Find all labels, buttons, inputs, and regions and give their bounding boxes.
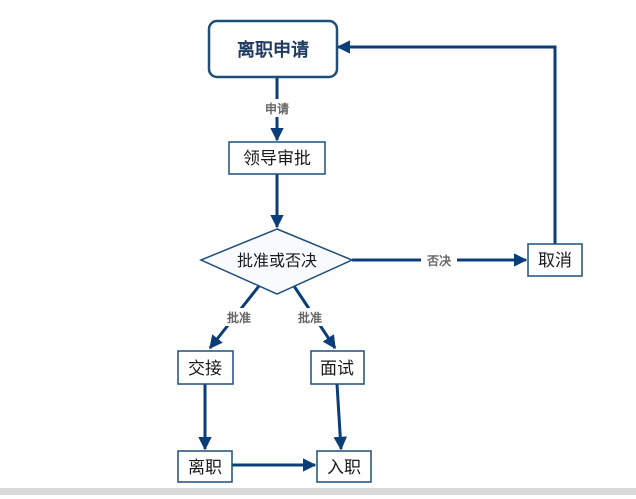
edge-label-apply: 申请 [265, 101, 289, 116]
edge-label-bg [421, 251, 457, 269]
edge-label-bg [293, 308, 327, 326]
node-resign: 离职 [177, 450, 233, 483]
node-leader-review: 领导审批 [228, 141, 326, 175]
node-handover-label: 交接 [188, 359, 222, 379]
node-cancel-label: 取消 [538, 251, 572, 271]
bottom-edge-bar [0, 488, 636, 495]
edge-interview-to-onboard [333, 383, 347, 451]
node-decision: 批准或否决 [199, 228, 354, 295]
edge-label-bg [260, 99, 294, 117]
edge-label-bg [222, 308, 256, 326]
edge-cancel-to-start [336, 40, 557, 244]
node-resign-label: 离职 [188, 458, 222, 478]
node-handover: 交接 [177, 350, 234, 385]
edge-label-approve-right: 批准 [298, 310, 322, 325]
node-start: 离职申请 [207, 19, 339, 79]
node-decision-label: 批准或否决 [237, 251, 317, 270]
edge-label-approve-left: 批准 [227, 310, 251, 325]
edge-label-reject: 否决 [426, 253, 452, 268]
node-leader-review-label: 领导审批 [243, 149, 311, 169]
node-onboard: 入职 [316, 450, 372, 483]
node-onboard-label: 入职 [327, 458, 361, 478]
node-interview: 面试 [310, 350, 365, 385]
node-start-label: 离职申请 [237, 39, 309, 61]
node-interview-label: 面试 [320, 359, 354, 379]
node-cancel: 取消 [527, 243, 583, 277]
